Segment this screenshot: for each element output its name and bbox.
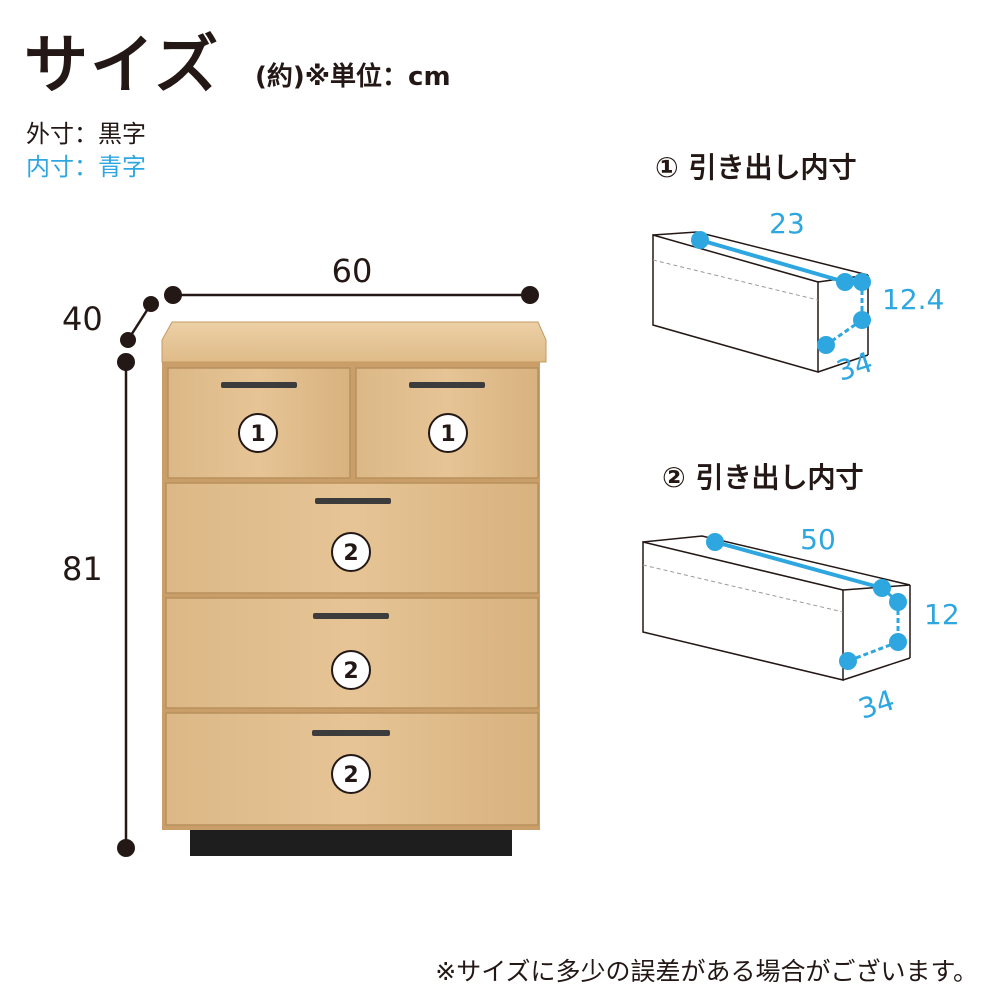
svg-text:2: 2 — [343, 659, 358, 684]
drawer-2-row3-handle — [313, 613, 389, 619]
legend-inner-dimensions: 内寸：青字 — [26, 153, 146, 181]
drawer-1-left-handle — [221, 382, 297, 388]
depth-dimension-line — [120, 296, 159, 348]
width-dimension-line — [164, 286, 539, 304]
svg-text:1: 1 — [440, 422, 455, 447]
drawer1-box-diagram — [652, 231, 871, 373]
drawer1-width: 23 — [769, 207, 805, 240]
drawer2-title: ② 引き出し内寸 — [662, 461, 863, 494]
depth-value: 40 — [62, 300, 103, 338]
svg-text:1: 1 — [250, 422, 265, 447]
drawer-badge-row3: 2 — [331, 650, 371, 690]
unit-note: (約)※単位：cm — [255, 62, 451, 92]
drawer1-depth: 34 — [832, 345, 876, 387]
drawer1-title: ① 引き出し内寸 — [655, 151, 856, 184]
height-value: 81 — [62, 550, 103, 588]
drawer2-box-diagram — [642, 533, 911, 681]
height-dimension-line — [117, 353, 135, 857]
drawer-2-row2-handle — [315, 498, 391, 504]
legend-outer-dimensions: 外寸：黒字 — [26, 120, 146, 148]
chest-base — [190, 828, 512, 856]
svg-text:2: 2 — [343, 763, 358, 788]
drawer1-height: 12.4 — [882, 283, 944, 316]
drawer2-depth: 34 — [854, 683, 898, 725]
drawer-badge-top-right: 1 — [428, 413, 468, 453]
width-value: 60 — [332, 252, 373, 290]
footer-note: ※サイズに多少の誤差がある場合がございます。 — [435, 957, 978, 986]
drawer-1-right-handle — [409, 382, 485, 388]
chest-of-drawers: 1 1 2 2 2 — [161, 321, 547, 856]
page-title: サイズ — [24, 29, 221, 103]
drawer-badge-row4: 2 — [331, 754, 371, 794]
svg-text:2: 2 — [343, 541, 358, 566]
drawer2-width: 50 — [800, 523, 836, 556]
chest-top — [161, 321, 547, 363]
drawer-2-row4-handle — [312, 730, 390, 736]
drawer-badge-top-left: 1 — [238, 413, 278, 453]
drawer-badge-row2: 2 — [331, 532, 371, 572]
drawer2-height: 12 — [924, 598, 960, 631]
